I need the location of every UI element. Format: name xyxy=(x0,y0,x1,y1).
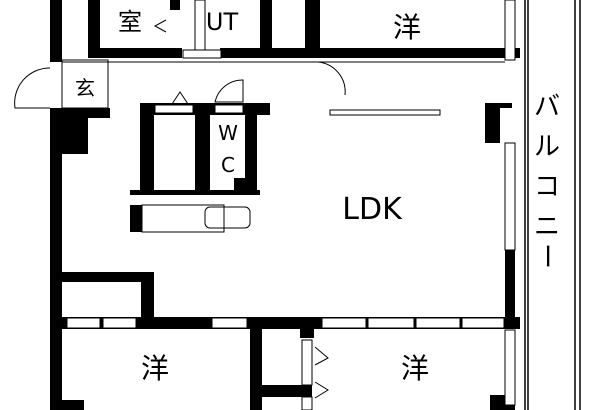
room-label-utility: UT xyxy=(206,8,239,36)
room-label-western-bottom-right: 洋 xyxy=(401,352,429,385)
windows xyxy=(66,0,516,410)
room-label-entrance: 玄 xyxy=(75,76,95,100)
balcony xyxy=(524,0,581,410)
room-door-icon xyxy=(317,61,346,96)
closet-door-icon xyxy=(171,91,189,105)
balcony-char: ル xyxy=(534,132,560,162)
closet-door-icon xyxy=(314,381,329,399)
room-label-wc-c: C xyxy=(221,153,235,177)
wc-door-icon xyxy=(214,79,244,103)
balcony-char: コ xyxy=(534,172,560,202)
balcony-char: バ xyxy=(534,92,560,122)
balcony-char: ニ xyxy=(534,212,560,242)
sink-icon xyxy=(204,206,251,229)
room-outlines xyxy=(61,59,505,233)
room-label-ldk: LDK xyxy=(342,192,403,227)
storage-door-icon xyxy=(153,19,167,33)
room-label-storage: 室 xyxy=(118,8,142,36)
closet-door-icon xyxy=(314,346,329,366)
doors xyxy=(14,19,346,399)
room-label-wc-w: W xyxy=(218,121,238,145)
balcony-char: ー xyxy=(531,243,561,269)
walls xyxy=(50,0,520,410)
balcony-label: バ ル コ ニ ー xyxy=(531,92,561,269)
entrance-door-icon xyxy=(14,67,51,109)
room-label-western-top: 洋 xyxy=(393,11,421,44)
room-label-western-bottom-left: 洋 xyxy=(141,352,169,385)
